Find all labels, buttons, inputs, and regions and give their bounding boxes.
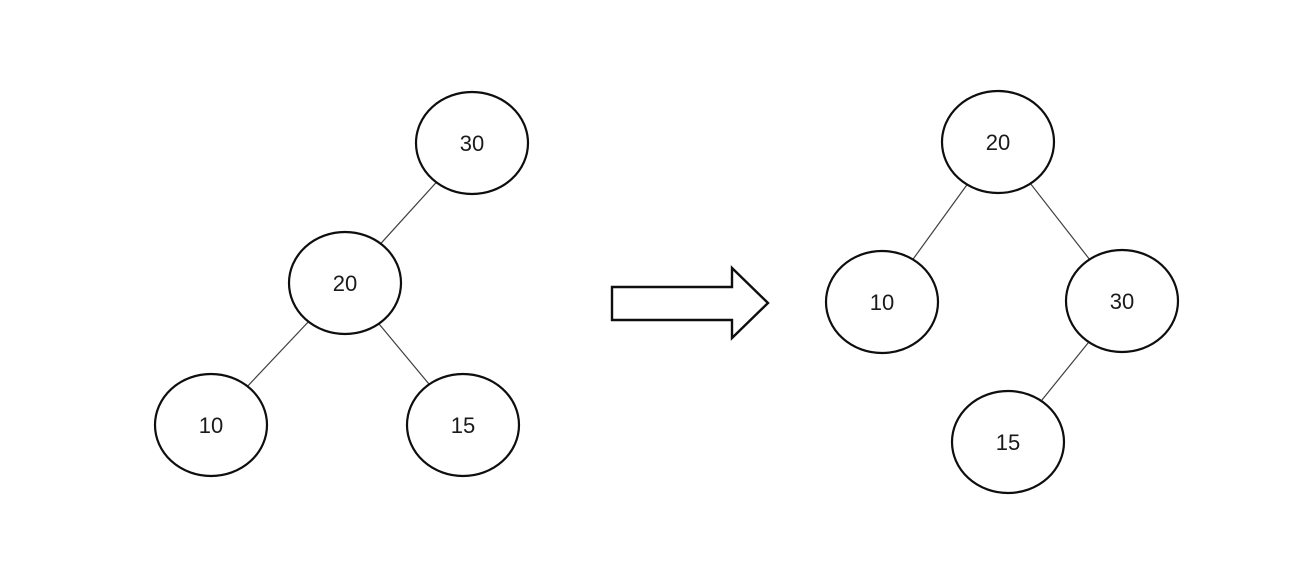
tree-node: 20 — [287, 230, 403, 336]
tree-node: 10 — [824, 249, 940, 355]
tree-node-value: 30 — [460, 131, 484, 156]
before-tree: 30 20 10 15 — [153, 90, 530, 478]
tree-node-value: 30 — [1110, 289, 1134, 314]
tree-node-value: 10 — [870, 290, 894, 315]
tree-node-value: 20 — [986, 130, 1010, 155]
tree-node-circle — [153, 372, 269, 478]
tree-node-circle — [950, 389, 1066, 495]
tree-node-circle — [940, 89, 1056, 195]
after-tree: 20 10 30 15 — [824, 89, 1180, 495]
tree-node-circle — [824, 249, 940, 355]
tree-node-value: 15 — [996, 430, 1020, 455]
tree-node: 20 — [940, 89, 1056, 195]
tree-node: 30 — [414, 90, 530, 196]
tree-node-value: 20 — [333, 271, 357, 296]
tree-node: 10 — [153, 372, 269, 478]
tree-node-circle — [414, 90, 530, 196]
tree-node: 15 — [950, 389, 1066, 495]
tree-node-circle — [287, 230, 403, 336]
tree-node-value: 15 — [451, 413, 475, 438]
tree-node: 15 — [405, 372, 521, 478]
tree-node-circle — [405, 372, 521, 478]
rotation-right-arrow-icon — [610, 265, 770, 341]
tree-node-circle — [1064, 248, 1180, 354]
tree-node-value: 10 — [199, 413, 223, 438]
tree-node: 30 — [1064, 248, 1180, 354]
